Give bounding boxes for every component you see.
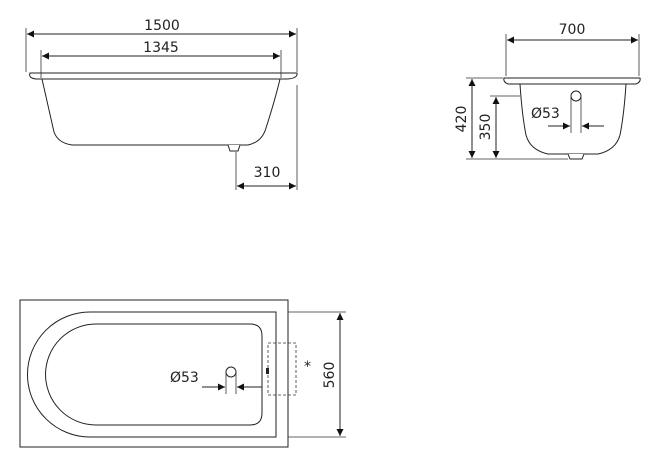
end-view-drain	[567, 153, 585, 160]
top-view-basin	[45, 323, 263, 426]
top-view-note-marker: *	[304, 359, 311, 375]
dim-inner-length: 1345	[143, 40, 179, 56]
dim-drain-offset: 310	[254, 165, 281, 181]
top-view-faucet-hole	[266, 368, 269, 374]
dim-top-width: 560	[322, 362, 338, 389]
dim-basin-depth: 350	[478, 114, 494, 141]
side-view: 1500 1345 310	[25, 18, 298, 190]
dim-total-height: 420	[454, 106, 470, 133]
top-view: * Ø53 560	[19, 299, 346, 448]
side-view-tub-body	[29, 72, 298, 146]
end-view-overflow-diameter: Ø53	[531, 106, 560, 122]
top-view-inner-rim	[27, 311, 277, 438]
end-view-rim	[503, 77, 641, 85]
dim-end-width: 700	[559, 22, 586, 38]
end-view-basin	[519, 83, 627, 155]
top-view-overflow-diameter: Ø53	[170, 370, 199, 386]
end-view: Ø53 700 420 350	[454, 22, 641, 160]
side-view-drain-foot	[227, 144, 241, 152]
dim-overall-length: 1500	[144, 18, 180, 34]
